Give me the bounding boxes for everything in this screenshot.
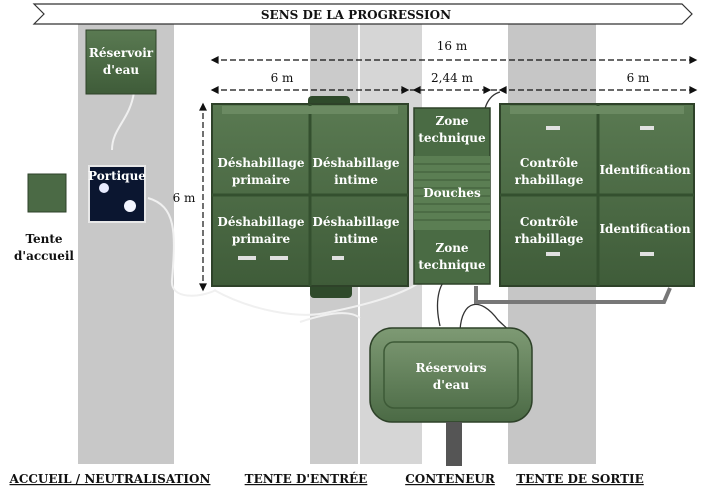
entry-cell-2-line2: intime — [334, 173, 378, 187]
entry-cell-2-line1: Déshabillage — [312, 156, 400, 170]
banner-text: SENS DE LA PROGRESSION — [261, 8, 451, 22]
entry-tent — [211, 96, 409, 298]
entry-cell-3-line2: primaire — [232, 232, 291, 246]
reception-tent — [27, 173, 67, 213]
zone-label-accueil: ACCUEIL / NEUTRALISATION — [9, 472, 211, 486]
entry-cell-3-line1: Déshabillage — [217, 215, 305, 229]
exit-cell-1-line1: Contrôle — [520, 156, 579, 170]
water-bottom-label-1: Réservoirs — [416, 361, 487, 375]
portique-label: Portique — [88, 169, 146, 183]
entry-cell-1-line2: primaire — [232, 173, 291, 187]
hoses — [111, 91, 421, 323]
container-top-line1: Zone — [435, 114, 468, 128]
portique-light-2 — [124, 200, 136, 212]
portique — [88, 165, 146, 223]
exit-cell-3-line1: Contrôle — [520, 215, 579, 229]
dimension-lines — [199, 56, 698, 292]
water-bottom-label-2: d'eau — [433, 378, 469, 392]
portique-light-1 — [99, 183, 109, 193]
container-bottom-line2: technique — [418, 258, 486, 272]
zone-label-conteneur: CONTENEUR — [405, 472, 496, 486]
container-bottom-line1: Zone — [435, 241, 468, 255]
zone-label-sortie: TENTE DE SORTIE — [516, 472, 644, 486]
exit-cell-2: Identification — [599, 163, 690, 177]
exit-gutter — [474, 286, 672, 304]
water-top-label-2: d'eau — [103, 63, 139, 77]
reception-label-1: Tente — [25, 232, 62, 246]
dim-container: 2,44 m — [431, 71, 474, 85]
water-top-label-1: Réservoir — [89, 46, 154, 60]
dim-total: 16 m — [437, 39, 468, 53]
lane-accueil — [78, 24, 174, 464]
exit-cell-3-line2: rhabillage — [515, 232, 584, 246]
progression-arrow — [32, 3, 693, 25]
dim-exit: 6 m — [627, 71, 650, 85]
entry-cell-1-line1: Déshabillage — [217, 156, 305, 170]
entry-cell-4-line2: intime — [334, 232, 378, 246]
water-reservoir-top — [85, 29, 157, 95]
container-top-line2: technique — [418, 131, 486, 145]
dim-depth: 6 m — [173, 191, 196, 205]
zone-label-entree: TENTE D'ENTRÉE — [245, 471, 368, 486]
dim-entry: 6 m — [271, 71, 294, 85]
reception-label-2: d'accueil — [14, 249, 74, 263]
exit-cell-1-line2: rhabillage — [515, 173, 584, 187]
outlet-pipe — [446, 422, 462, 466]
exit-cell-4: Identification — [599, 222, 690, 236]
container-middle: Douches — [423, 186, 481, 200]
water-reservoirs-inner — [383, 341, 519, 409]
exit-tent — [499, 103, 695, 287]
container — [413, 107, 491, 285]
entry-cell-4-line1: Déshabillage — [312, 215, 400, 229]
